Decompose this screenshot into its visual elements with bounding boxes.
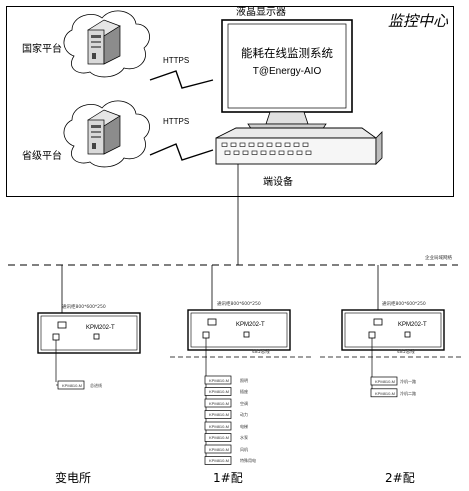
terminal-port-icon bbox=[233, 150, 240, 155]
terminal-port-icon bbox=[275, 142, 282, 147]
terminal-port-icon bbox=[284, 142, 291, 147]
provincial-server-icon bbox=[87, 109, 121, 155]
field-bus-label-1: 485总线 bbox=[252, 350, 270, 355]
terminal-device-icon bbox=[215, 127, 383, 165]
meter-label: KPM810-M bbox=[62, 383, 83, 388]
meter-box bbox=[204, 444, 232, 454]
meter-box bbox=[57, 380, 85, 390]
terminal-port-icon bbox=[278, 150, 285, 155]
meter-box bbox=[204, 456, 232, 465]
terminal-port-icon bbox=[287, 150, 294, 155]
meter-note: 冷机二路 bbox=[400, 391, 416, 396]
lan-bus-label: 企业局域网络 bbox=[425, 256, 452, 261]
provincial-link-zigzag bbox=[149, 143, 214, 161]
monitor-center-label: 监控中心 bbox=[388, 12, 449, 30]
cabinet-label-1: 通讯柜800*600*250 bbox=[217, 302, 261, 307]
meter-box bbox=[370, 388, 398, 398]
meter-label: KPM810-M bbox=[209, 424, 230, 429]
lcd-monitor-icon bbox=[221, 19, 353, 131]
meter-label: KPM810-M bbox=[375, 391, 396, 396]
terminal-port-icon bbox=[221, 142, 228, 147]
national-link-label: HTTPS bbox=[163, 56, 190, 65]
meter-note: 冷机一路 bbox=[400, 379, 416, 384]
meter-note: 风机 bbox=[240, 447, 248, 452]
provincial-platform-label: 省级平台 bbox=[22, 151, 62, 162]
meter-label: KPM810-M bbox=[209, 412, 230, 417]
device-label-1: KPM202-T bbox=[236, 322, 265, 328]
national-platform-label: 国家平台 bbox=[22, 44, 62, 55]
terminal-port-icon bbox=[224, 150, 231, 155]
meter-label: KPM810-M bbox=[209, 389, 230, 394]
cabinet-label-0: 通讯柜800*600*250 bbox=[62, 305, 106, 310]
terminal-port-icon bbox=[305, 150, 312, 155]
meter-label: KPM810-M bbox=[375, 379, 396, 384]
meter-box bbox=[204, 410, 232, 419]
terminal-port-icon bbox=[293, 142, 300, 147]
meter-note: 插座 bbox=[240, 389, 248, 394]
lcd-screen-title: 能耗在线监测系统 bbox=[241, 46, 333, 60]
meter-label: KPM810-M bbox=[209, 401, 230, 406]
device-label-0: KPM202-T bbox=[86, 325, 115, 331]
terminal-port-icon bbox=[230, 142, 237, 147]
meter-box bbox=[204, 375, 232, 385]
cabinet-box-0 bbox=[37, 312, 141, 354]
terminal-port-icon bbox=[260, 150, 267, 155]
meter-box bbox=[204, 421, 232, 431]
meter-note: 水泵 bbox=[240, 435, 248, 440]
cabinet-box-2 bbox=[341, 309, 445, 351]
site-label-1: 1#配 bbox=[213, 471, 243, 485]
terminal-port-icon bbox=[248, 142, 255, 147]
national-link-zigzag bbox=[149, 70, 214, 89]
meter-label: KPM810-M bbox=[209, 458, 230, 463]
national-server-icon bbox=[87, 19, 121, 65]
monitor-center-frame bbox=[6, 6, 454, 197]
terminal-port-icon bbox=[269, 150, 276, 155]
provincial-link-label: HTTPS bbox=[163, 117, 190, 126]
meter-note: 特殊用电 bbox=[240, 458, 256, 463]
meter-label: KPM810-M bbox=[209, 435, 230, 440]
field-bus-label-2: 485总线 bbox=[397, 350, 415, 355]
meter-box bbox=[204, 387, 232, 396]
terminal-port-icon bbox=[302, 142, 309, 147]
meter-box bbox=[370, 376, 398, 386]
terminal-port-icon bbox=[251, 150, 258, 155]
site-label-0: 变电所 bbox=[55, 471, 92, 485]
site-label-2: 2#配 bbox=[385, 471, 415, 485]
terminal-port-icon bbox=[242, 150, 249, 155]
meter-label: KPM810-M bbox=[209, 378, 230, 383]
meter-box bbox=[204, 398, 232, 408]
meter-note: 总进线 bbox=[90, 383, 102, 388]
terminal-label: 端设备 bbox=[263, 177, 293, 188]
terminal-port-icon bbox=[257, 142, 264, 147]
meter-note: 动力 bbox=[240, 412, 248, 417]
terminal-port-icon bbox=[266, 142, 273, 147]
cabinet-box-1 bbox=[187, 309, 291, 351]
terminal-port-icon bbox=[239, 142, 246, 147]
meter-note: 照明 bbox=[240, 378, 248, 383]
lcd-caption: 液晶显示器 bbox=[236, 7, 286, 18]
meter-box bbox=[204, 433, 232, 442]
meter-label: KPM810-M bbox=[209, 447, 230, 452]
meter-note: 空调 bbox=[240, 401, 248, 406]
terminal-port-icon bbox=[296, 150, 303, 155]
meter-note: 电梯 bbox=[240, 424, 248, 429]
cabinet-label-2: 通讯柜800*600*250 bbox=[382, 302, 426, 307]
device-label-2: KPM202-T bbox=[398, 322, 427, 328]
lcd-screen-subtitle: T@Energy-AIO bbox=[252, 66, 322, 77]
